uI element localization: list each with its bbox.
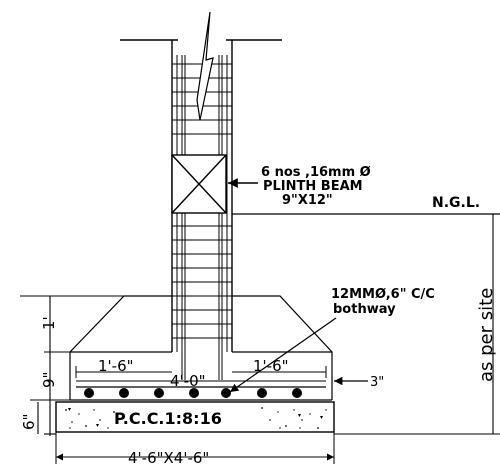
- pcc-label: P.C.C.1:8:16: [114, 409, 222, 428]
- column-break-symbol: [196, 11, 214, 121]
- offset-left-label: 1'-6": [98, 357, 134, 375]
- rebar-spec-label: 6 nos ,16mm Ø: [261, 165, 371, 180]
- base-depth-label: 9": [40, 372, 58, 388]
- overall-dimension: [55, 432, 335, 464]
- pcc-bed: [55, 401, 335, 433]
- footing-outline: [69, 295, 333, 401]
- beam-size-label: 9"X12": [282, 193, 333, 208]
- left-dimensions: [20, 295, 124, 436]
- pcc-speckle: [65, 407, 327, 429]
- slope-height-label: 1': [40, 316, 58, 330]
- pcc-size-label: 4'-6"X4'-6": [128, 449, 209, 467]
- bothway-label: bothway: [333, 302, 396, 317]
- footing-steel-leader: [229, 317, 337, 393]
- plinth-beam-label: PLINTH BEAM: [263, 179, 363, 194]
- offset-dimensions: [75, 366, 327, 378]
- as-per-site-label: as per site: [476, 288, 497, 382]
- footing-width-label: 4'-0": [170, 372, 206, 390]
- pcc-depth-label: 6": [20, 414, 38, 430]
- offset-right-label: 1'-6": [253, 357, 289, 375]
- footing-rebar-dots: [84, 388, 302, 398]
- plinth-beam-box: [171, 154, 227, 214]
- footing-steel-label: 12MMØ,6" C/C: [331, 287, 435, 302]
- cover-label: 3": [370, 375, 384, 390]
- ngl-label: N.G.L.: [432, 195, 480, 211]
